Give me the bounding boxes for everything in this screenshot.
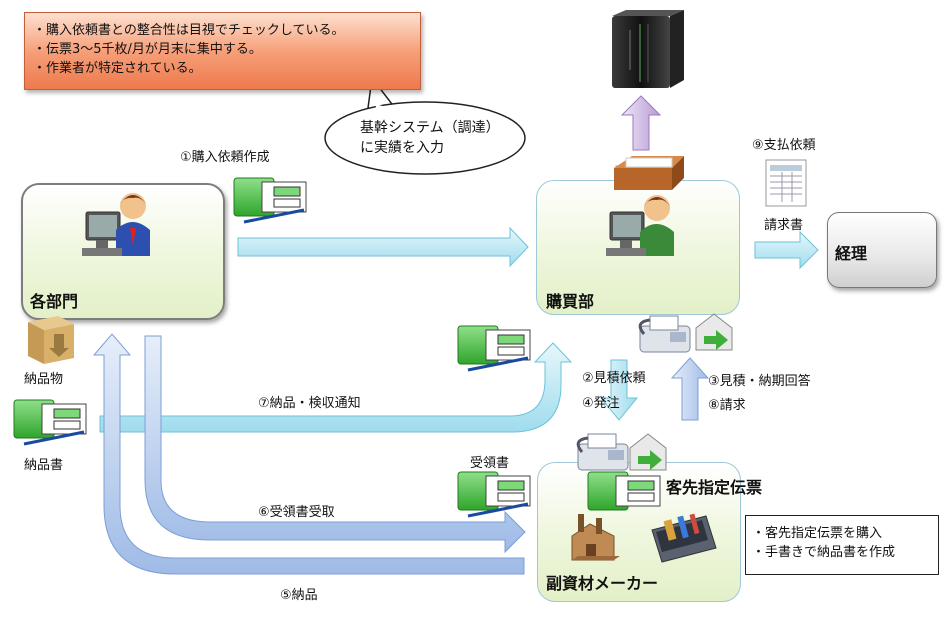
dept-title-maker: 副資材メーカー xyxy=(546,574,659,593)
step-label-3: ③見積・納期回答 xyxy=(708,374,811,389)
ledger-icon-step1 xyxy=(233,177,307,224)
doc-label-nohinbutsu: 納品物 xyxy=(24,372,64,387)
dept-title-keiri: 経理 xyxy=(835,244,868,263)
ledger-icon-kyakusaki xyxy=(587,471,661,511)
ledger-icon-juryosho xyxy=(457,471,531,518)
maker-note: ・客先指定伝票を購入 ・手書きで納品書を作成 xyxy=(745,515,939,575)
arrow-to-server xyxy=(620,95,662,151)
ledger-icon-nohinsho xyxy=(13,399,87,446)
ledger-icon-step7 xyxy=(457,325,531,372)
staff-icon-kobaibu xyxy=(606,195,674,256)
fax-icon-kobaibu xyxy=(638,315,691,353)
issue-item: ・購入依頼書との整合性は目視でチェックしている。 xyxy=(33,23,345,38)
arrow-step3-8 xyxy=(670,357,710,421)
doc-label-seikyusho: 請求書 xyxy=(764,218,804,233)
arrow-step6 xyxy=(144,335,526,554)
bubble-line-2: に実績を入力 xyxy=(360,140,444,156)
step-label-6: ⑥受領書受取 xyxy=(258,505,335,520)
step-label-9: ⑨支払依頼 xyxy=(752,138,816,153)
server-icon xyxy=(612,10,684,88)
doc-label-nohinsho: 納品書 xyxy=(24,458,64,473)
inbox-tray-icon xyxy=(614,156,684,190)
bubble-line-1: 基幹システム（調達） xyxy=(360,120,500,136)
issue-item: ・伝票3～5千枚/月が月末に集中する。 xyxy=(33,42,262,57)
step-label-5: ⑤納品 xyxy=(280,588,318,603)
arrow-step2-4 xyxy=(599,359,639,421)
doc-label-juryosho: 受領書 xyxy=(470,456,510,471)
mail-send-icon-kobaibu xyxy=(695,313,733,351)
step-label-8: ⑧請求 xyxy=(708,398,746,413)
arrow-step9 xyxy=(754,230,819,270)
factory-icon xyxy=(571,514,620,561)
maker-note-item: ・客先指定伝票を購入 xyxy=(752,526,883,541)
step-label-1: ①購入依頼作成 xyxy=(180,150,270,165)
doc-label-kyakusaki: 客先指定伝票 xyxy=(666,478,763,497)
arrow-step5 xyxy=(92,333,525,575)
maker-note-item: ・手書きで納品書を作成 xyxy=(752,545,896,560)
package-box-icon xyxy=(28,316,74,364)
step-label-7: ⑦納品・検収通知 xyxy=(258,396,361,411)
mail-send-icon-maker xyxy=(629,433,667,471)
dept-title-kobaibu: 購買部 xyxy=(546,292,595,311)
issue-item: ・作業者が特定されている。 xyxy=(33,61,202,76)
dept-title-kakubumon: 各部門 xyxy=(30,292,79,311)
staff-icon-kakubumon xyxy=(82,193,150,256)
step-label-4: ④発注 xyxy=(582,396,620,411)
fax-icon-maker xyxy=(576,433,629,471)
toolbox-icon xyxy=(651,513,717,563)
issues-note: ・購入依頼書との整合性は目視でチェックしている。 ・伝票3～5千枚/月が月末に集… xyxy=(24,12,421,90)
step-label-2: ②見積依頼 xyxy=(582,371,646,386)
arrow-step1 xyxy=(237,226,529,268)
invoice-sheet-icon xyxy=(765,159,807,207)
